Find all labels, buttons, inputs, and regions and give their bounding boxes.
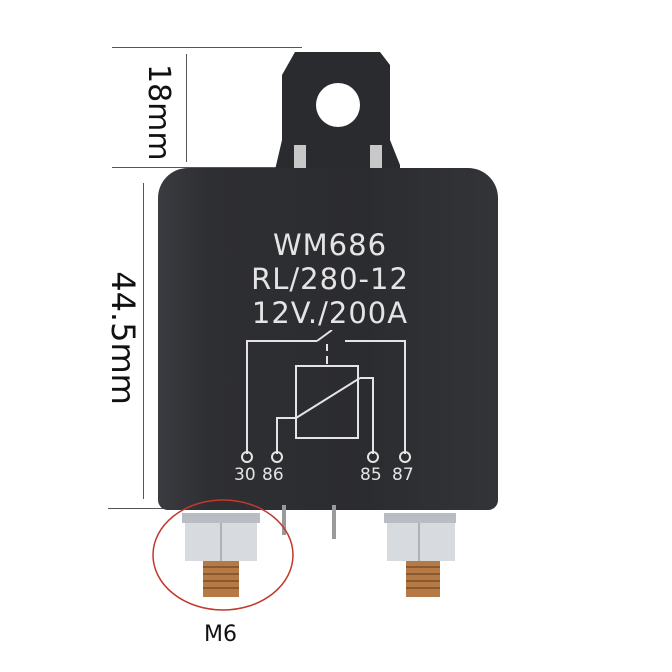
dim-44mm-arrow-line: [143, 183, 144, 499]
mounting-tab: [275, 52, 400, 170]
dim-18mm-arrow-line: [186, 54, 187, 162]
model-label: WM686: [272, 228, 388, 262]
rating-label: 12V./200A: [251, 296, 409, 330]
dim-44mm-label: 44.5mm: [104, 271, 142, 405]
pin-label-87: 87: [392, 465, 414, 485]
pin-label-85: 85: [360, 465, 382, 485]
pin-label-86: 86: [262, 465, 284, 485]
part-number-label: RL/280-12: [251, 262, 409, 296]
dim-44mm-bottom-line: [108, 508, 180, 509]
relay-schematic: [241, 330, 411, 463]
terminals: [182, 505, 456, 597]
pin-label-30: 30: [234, 465, 256, 485]
relay-body: [158, 168, 498, 510]
dim-18mm-label: 18mm: [141, 64, 176, 161]
dim-18mm-bottom-line: [112, 167, 292, 168]
dim-18mm-top-line: [112, 47, 302, 48]
m6-callout-circle: [152, 499, 294, 611]
thread-size-label: M6: [204, 622, 237, 647]
